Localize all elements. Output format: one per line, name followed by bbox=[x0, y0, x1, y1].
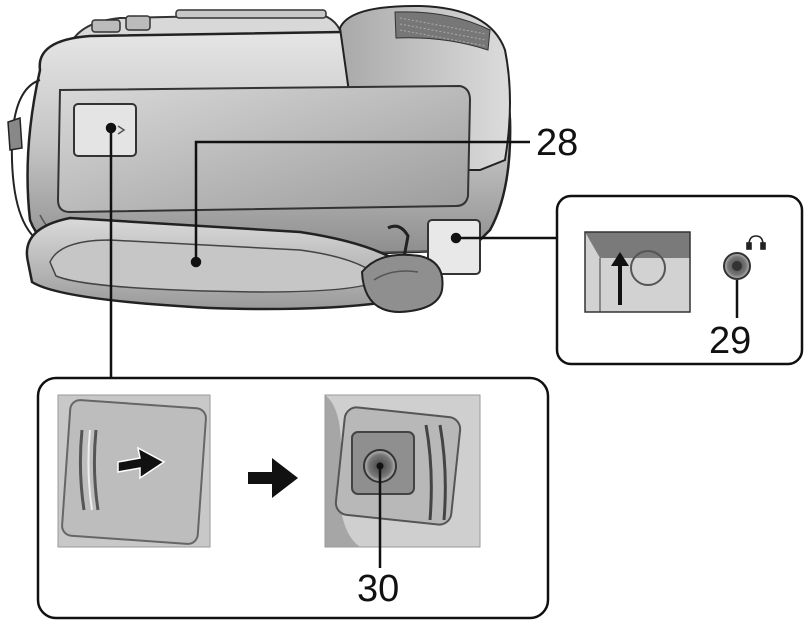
callout-30: 30 bbox=[357, 568, 400, 610]
leader-dot-tripod bbox=[105, 122, 117, 134]
inset-headphone-terminal bbox=[555, 194, 804, 366]
leader-dot-28 bbox=[190, 256, 202, 268]
callout-29: 29 bbox=[709, 320, 752, 362]
arrow-right-icon bbox=[117, 446, 166, 480]
top-button bbox=[91, 19, 121, 33]
camcorder-body bbox=[7, 4, 512, 275]
callout-28: 28 bbox=[536, 122, 579, 164]
headphone-icon bbox=[746, 235, 766, 250]
microphone-grill bbox=[394, 11, 491, 51]
arrow-up-icon bbox=[611, 252, 629, 305]
tripod-cover bbox=[73, 103, 137, 157]
terminal-cover bbox=[427, 219, 481, 275]
inset-tripod-receptacle bbox=[36, 376, 550, 620]
step-arrow bbox=[248, 458, 298, 498]
hand-strap bbox=[25, 216, 444, 314]
tripod-receptacle-photo bbox=[325, 395, 480, 547]
leader-lines bbox=[105, 122, 558, 378]
top-button bbox=[125, 15, 151, 31]
leader-line-28 bbox=[194, 140, 530, 262]
leader-dot-terminal bbox=[450, 232, 462, 244]
tripod-cover-closed-photo bbox=[58, 395, 210, 547]
remote-sensor-icon bbox=[117, 125, 126, 135]
